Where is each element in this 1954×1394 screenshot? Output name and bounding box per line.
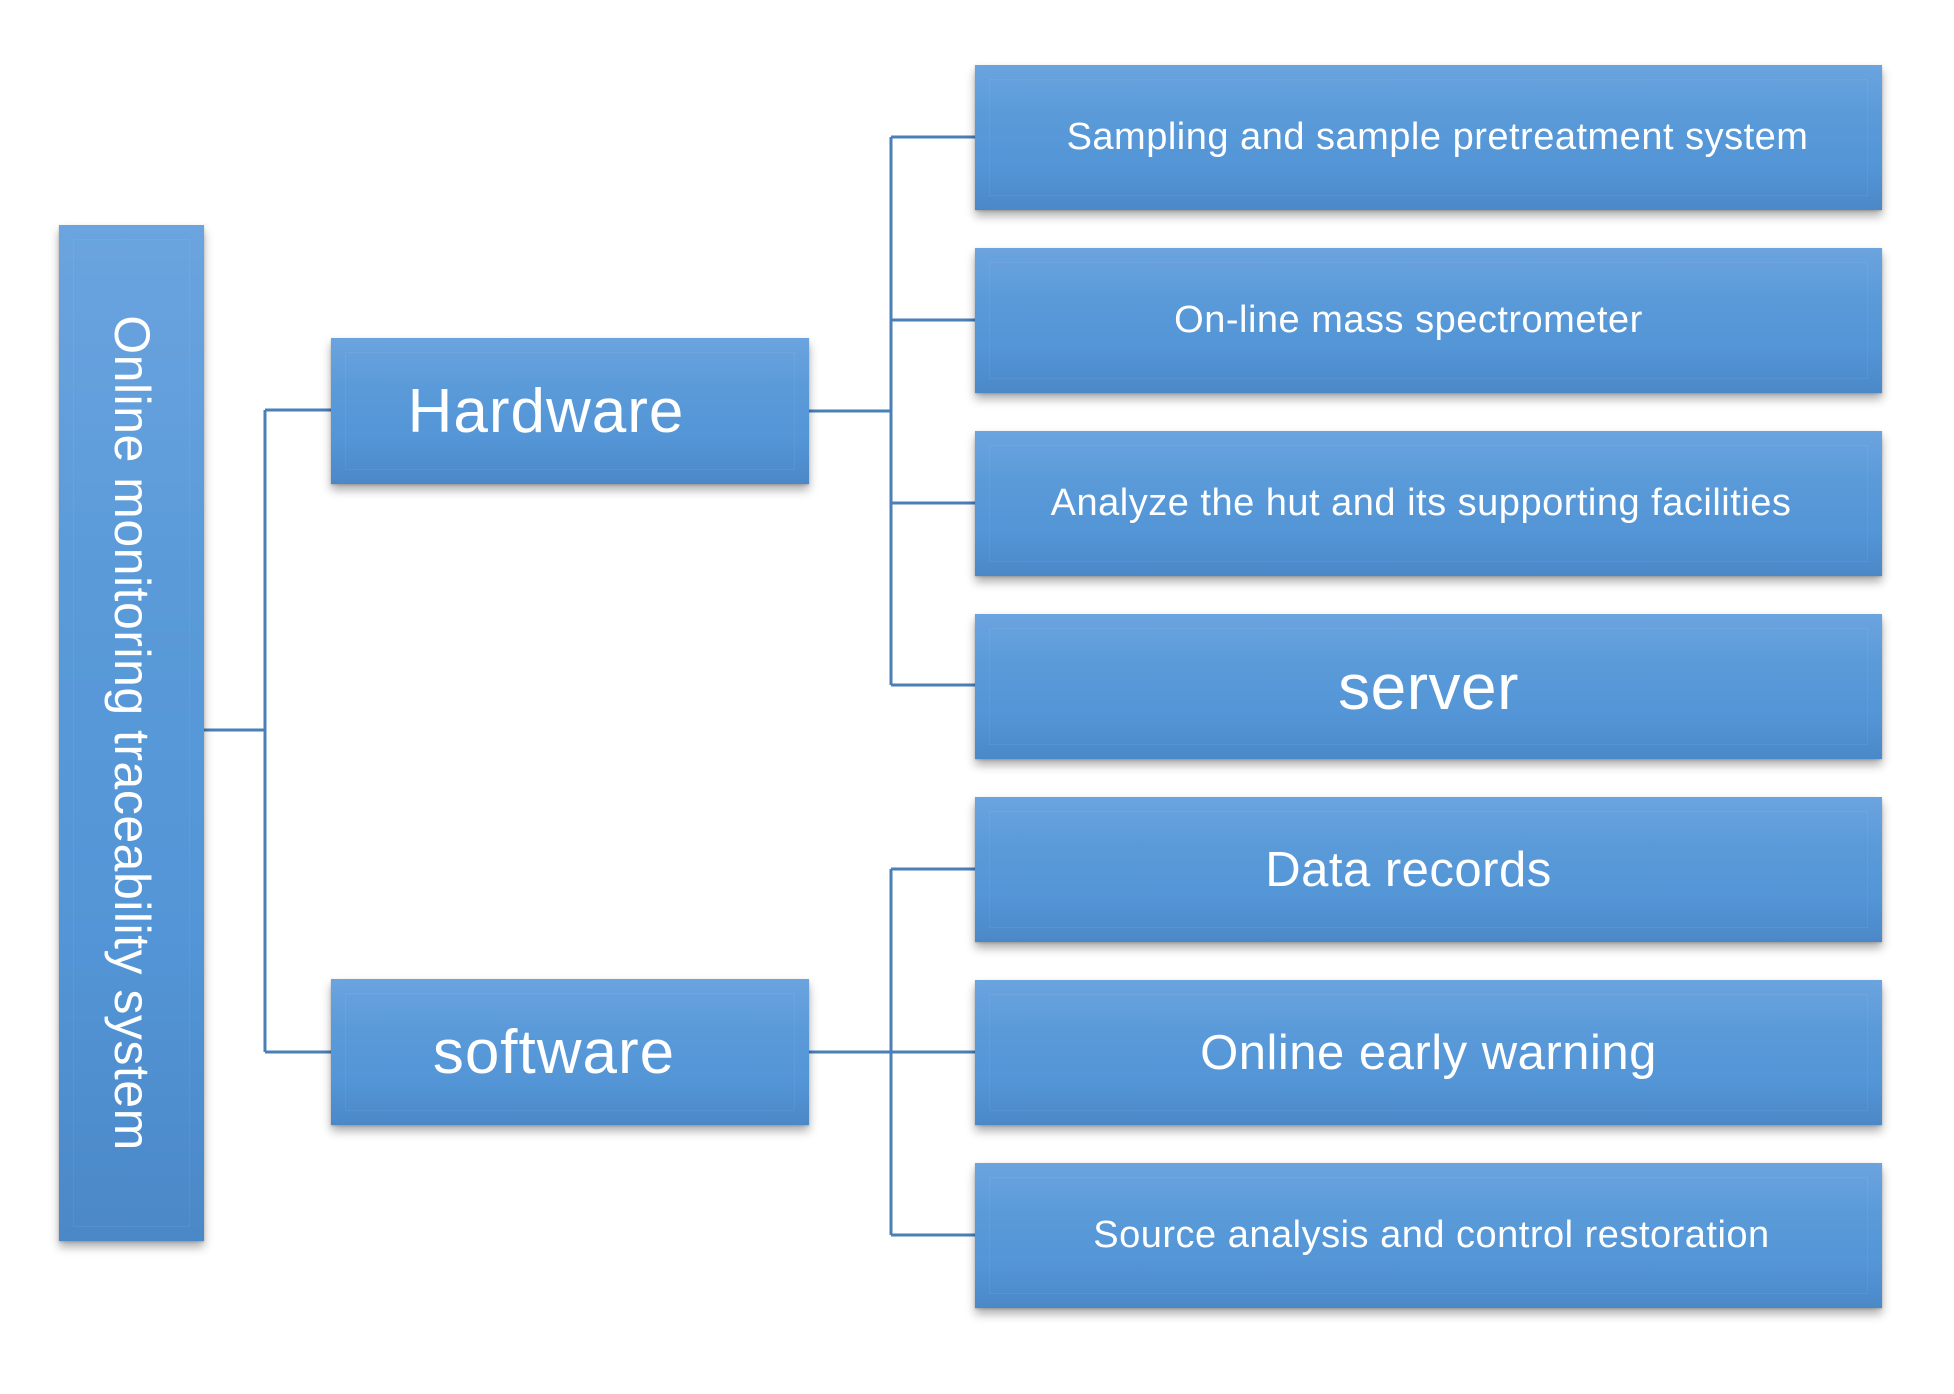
leaf-node-hut-facilities: Analyze the hut and its supporting facil… [975,431,1882,576]
leaf-node-label: Data records [1265,842,1552,897]
connector-hardware-tree [809,135,975,687]
software-node: software [331,979,809,1125]
leaf-node-early-warning: Online early warning [975,980,1882,1125]
leaf-node-source-analysis: Source analysis and control restoration [975,1163,1882,1308]
root-node: Online monitoring traceability system [59,225,204,1241]
hardware-node-label: Hardware [407,376,685,446]
leaf-node-server: server [975,614,1882,759]
connector-software-tree [809,867,975,1237]
leaf-node-label: server [1338,650,1519,723]
connector-root-trunk [204,408,331,1054]
leaf-node-label: Sampling and sample pretreatment system [1066,116,1809,158]
leaf-node-label: Source analysis and control restoration [1093,1214,1770,1256]
leaf-node-sampling: Sampling and sample pretreatment system [975,65,1882,210]
leaf-node-mass-spectrometer: On-line mass spectrometer [975,248,1882,393]
software-node-label: software [432,1017,676,1087]
root-node-label: Online monitoring traceability system [103,315,160,1151]
leaf-node-label: Analyze the hut and its supporting facil… [1050,482,1792,524]
leaf-node-label: Online early warning [1200,1025,1657,1080]
hardware-node: Hardware [331,338,809,484]
leaf-node-data-records: Data records [975,797,1882,942]
leaf-node-label: On-line mass spectrometer [1174,299,1643,341]
